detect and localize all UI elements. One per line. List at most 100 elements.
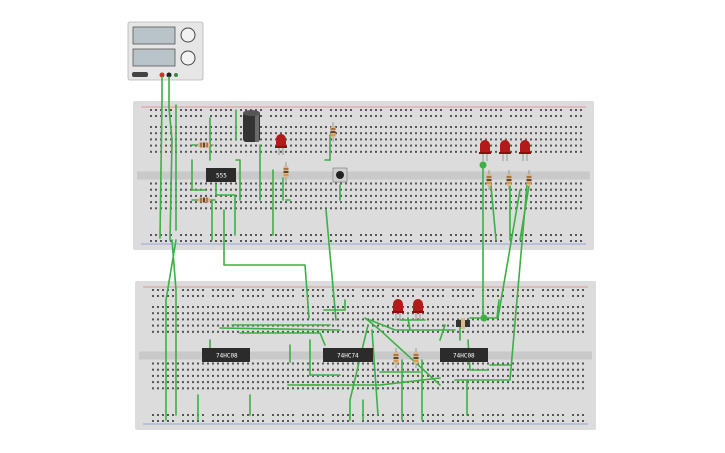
strip-hole[interactable] [257,306,259,308]
strip-hole[interactable] [440,150,442,153]
rail-hole[interactable] [382,414,384,416]
strip-hole[interactable] [432,368,434,371]
strip-hole[interactable] [177,318,179,321]
strip-hole[interactable] [427,312,429,315]
strip-hole[interactable] [465,194,467,197]
rail-hole[interactable] [305,109,307,111]
strip-hole[interactable] [205,138,207,141]
rail-hole[interactable] [287,414,289,416]
strip-hole[interactable] [277,306,279,308]
strip-hole[interactable] [197,324,199,327]
rail-hole[interactable] [427,414,429,416]
jumper-wire[interactable] [407,317,411,331]
strip-hole[interactable] [290,188,292,191]
strip-hole[interactable] [437,387,439,390]
strip-hole[interactable] [450,207,452,210]
strip-hole[interactable] [435,182,437,185]
rail-hole[interactable] [450,234,452,236]
rail-hole[interactable] [522,420,524,422]
strip-hole[interactable] [357,374,359,377]
strip-hole[interactable] [282,312,284,315]
rail-hole[interactable] [322,289,324,291]
strip-hole[interactable] [220,126,222,128]
strip-hole[interactable] [285,132,287,135]
rail-hole[interactable] [542,420,544,422]
strip-hole[interactable] [337,312,339,315]
strip-hole[interactable] [292,318,294,321]
strip-hole[interactable] [195,150,197,153]
strip-hole[interactable] [190,150,192,153]
strip-hole[interactable] [322,368,324,371]
strip-hole[interactable] [225,138,227,141]
strip-hole[interactable] [272,318,274,321]
strip-hole[interactable] [557,387,559,390]
strip-hole[interactable] [425,201,427,204]
rail-hole[interactable] [432,289,434,291]
strip-hole[interactable] [510,201,512,204]
rail-hole[interactable] [472,295,474,297]
strip-hole[interactable] [257,381,259,384]
strip-hole[interactable] [317,318,319,321]
strip-hole[interactable] [545,182,547,185]
strip-hole[interactable] [352,374,354,377]
strip-hole[interactable] [157,306,159,308]
strip-hole[interactable] [437,374,439,377]
rail-hole[interactable] [272,295,274,297]
strip-hole[interactable] [170,144,172,147]
strip-hole[interactable] [410,132,412,135]
rail-hole[interactable] [165,240,167,242]
strip-hole[interactable] [495,201,497,204]
rail-hole[interactable] [252,289,254,291]
strip-hole[interactable] [382,312,384,315]
strip-hole[interactable] [287,330,289,333]
strip-hole[interactable] [310,194,312,197]
rail-hole[interactable] [212,414,214,416]
strip-hole[interactable] [342,306,344,308]
strip-hole[interactable] [342,381,344,384]
strip-hole[interactable] [435,207,437,210]
strip-hole[interactable] [262,330,264,333]
strip-hole[interactable] [152,324,154,327]
strip-hole[interactable] [405,150,407,153]
strip-hole[interactable] [455,194,457,197]
strip-hole[interactable] [577,374,579,377]
strip-hole[interactable] [380,201,382,204]
rail-hole[interactable] [575,115,577,117]
rail-hole[interactable] [555,234,557,236]
strip-hole[interactable] [372,306,374,308]
strip-hole[interactable] [542,368,544,371]
strip-hole[interactable] [530,138,532,141]
strip-hole[interactable] [455,201,457,204]
strip-hole[interactable] [282,306,284,308]
strip-hole[interactable] [295,207,297,210]
strip-hole[interactable] [530,201,532,204]
strip-hole[interactable] [400,144,402,147]
strip-hole[interactable] [395,126,397,128]
rail-hole[interactable] [377,289,379,291]
rail-hole[interactable] [242,414,244,416]
strip-hole[interactable] [342,312,344,315]
strip-hole[interactable] [537,374,539,377]
strip-hole[interactable] [275,194,277,197]
strip-hole[interactable] [157,312,159,315]
strip-hole[interactable] [372,330,374,333]
strip-hole[interactable] [312,381,314,384]
strip-hole[interactable] [390,150,392,153]
rail-hole[interactable] [427,420,429,422]
strip-hole[interactable] [522,318,524,321]
strip-hole[interactable] [440,126,442,128]
strip-hole[interactable] [280,182,282,185]
strip-hole[interactable] [347,374,349,377]
rail-hole[interactable] [312,414,314,416]
strip-hole[interactable] [290,138,292,141]
strip-hole[interactable] [152,381,154,384]
strip-hole[interactable] [560,150,562,153]
strip-hole[interactable] [450,201,452,204]
strip-hole[interactable] [560,194,562,197]
strip-hole[interactable] [510,126,512,128]
strip-hole[interactable] [365,144,367,147]
strip-hole[interactable] [320,201,322,204]
strip-hole[interactable] [475,194,477,197]
strip-hole[interactable] [265,201,267,204]
strip-hole[interactable] [500,207,502,210]
